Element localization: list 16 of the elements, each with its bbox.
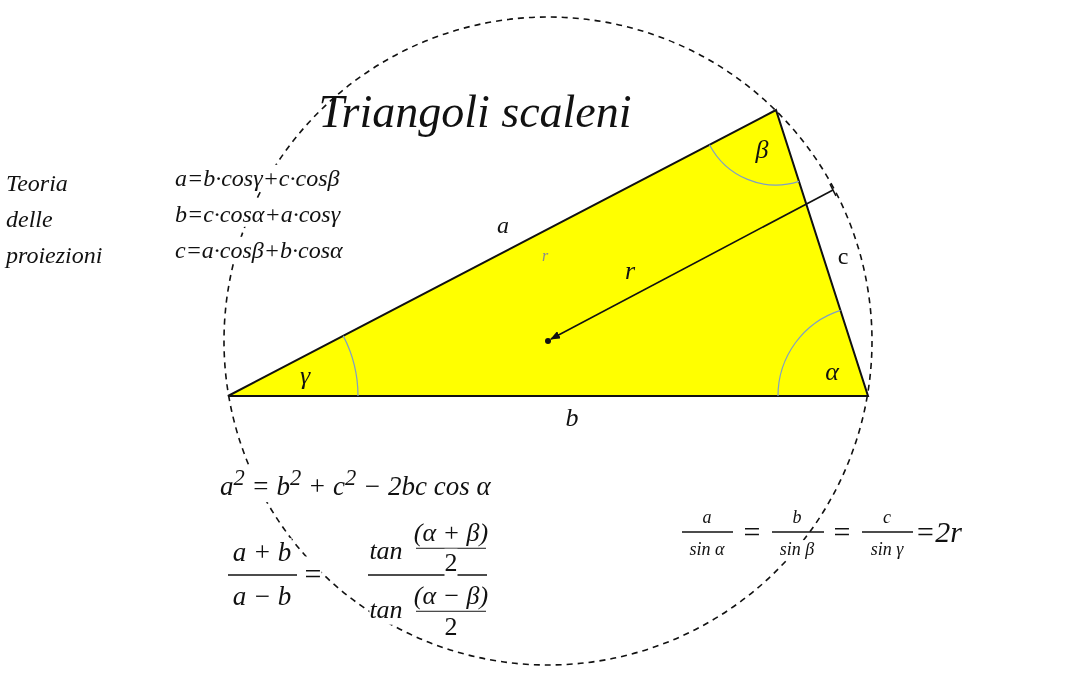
denominator: sin γ [870,540,904,560]
note-text: Teoria delle proiezioni [6,169,104,270]
formula: b=c·cosα+a·cosγ [175,200,341,228]
angle-label: α [825,357,839,387]
side-label: c [837,242,849,270]
side-label: a [497,211,509,239]
formula: a$^{2}$ = b$^{2}$ + c$^{2}$ − 2bc cos α [220,466,491,502]
side-label: b [565,403,579,433]
denominator: sin β [779,540,815,560]
title: Triangoli scaleni [318,86,632,138]
angle-label: β [755,135,769,165]
angle-label: γ [299,361,311,391]
formula: c=a·cosβ+b·cosα [175,236,343,264]
radius-label: r [624,256,636,286]
radius-label: r [541,247,549,265]
formula: a=b·cosγ+c·cosβ [175,164,340,192]
